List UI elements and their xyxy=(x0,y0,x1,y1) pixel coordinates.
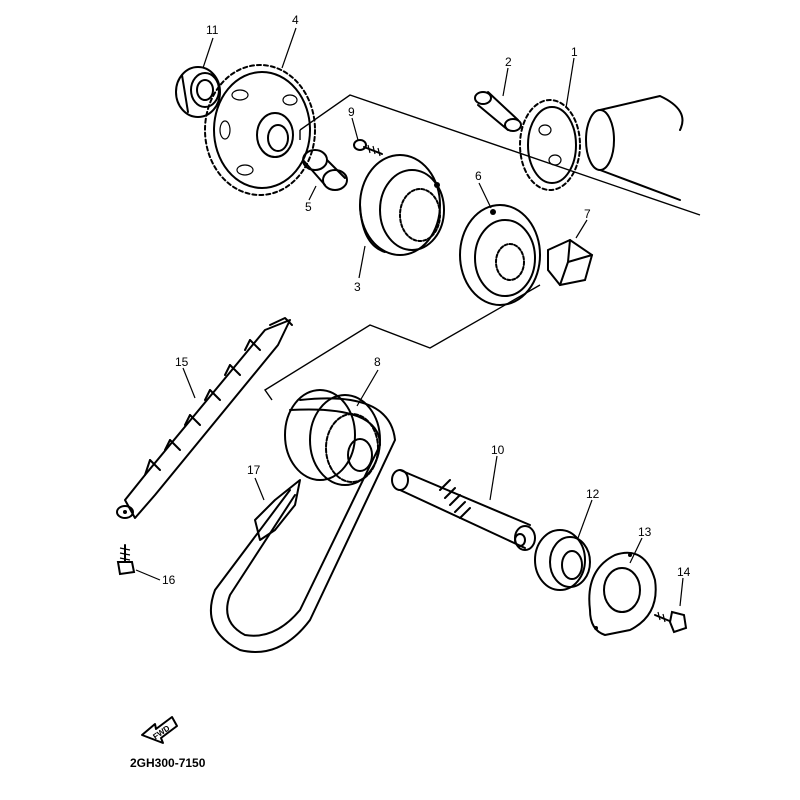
leader-1 xyxy=(565,57,575,109)
screw-9 xyxy=(353,139,383,157)
bolt-14 xyxy=(654,610,688,634)
callout-12: 12 xyxy=(586,487,600,501)
callout-9: 9 xyxy=(348,105,355,119)
leader-14 xyxy=(679,577,684,607)
leader-10 xyxy=(489,455,498,501)
callout-1: 1 xyxy=(571,45,578,59)
bearing-11 xyxy=(175,66,221,118)
one-way-clutch-6 xyxy=(459,204,541,306)
callout-14: 14 xyxy=(677,565,691,579)
gear-4 xyxy=(204,64,316,196)
callout-10: 10 xyxy=(491,443,505,457)
leader-8 xyxy=(356,369,379,407)
leader-16 xyxy=(135,569,161,581)
leader-15 xyxy=(182,367,196,399)
callout-11: 11 xyxy=(206,23,219,37)
callout-2: 2 xyxy=(505,55,512,69)
assembly-outline-upper xyxy=(264,94,701,401)
leader-5 xyxy=(308,185,317,201)
leader-12 xyxy=(577,499,593,539)
bolt-16 xyxy=(116,544,136,576)
retaining-plate-13 xyxy=(588,551,657,636)
callout-17: 17 xyxy=(247,463,261,477)
leader-3 xyxy=(358,245,366,279)
callout-13: 13 xyxy=(638,525,652,539)
shaft-10 xyxy=(391,469,536,551)
leader-4 xyxy=(281,27,297,69)
callout-4: 4 xyxy=(292,13,299,27)
block-7 xyxy=(547,238,594,287)
forward-arrow-icon: FWD xyxy=(141,716,178,744)
chain-guide-15 xyxy=(116,317,293,519)
leader-13 xyxy=(629,537,643,564)
callout-8: 8 xyxy=(374,355,381,369)
leader-9 xyxy=(351,117,359,141)
starter-gear-1 xyxy=(519,95,684,201)
leader-7 xyxy=(575,219,588,239)
diagram-part-code: 2GH300-7150 xyxy=(130,756,206,770)
leader-11 xyxy=(202,37,214,69)
bearing-12 xyxy=(534,529,591,591)
callout-6: 6 xyxy=(475,169,482,183)
callout-5: 5 xyxy=(305,200,312,214)
callout-7: 7 xyxy=(584,207,591,221)
callout-16: 16 xyxy=(162,573,176,587)
leader-17 xyxy=(254,477,265,501)
chain-17 xyxy=(210,397,396,653)
callout-15: 15 xyxy=(175,355,189,369)
bushing-5 xyxy=(302,149,348,191)
clutch-housing-3 xyxy=(359,154,445,256)
callout-3: 3 xyxy=(354,280,361,294)
pin-2 xyxy=(474,91,522,132)
leader-6 xyxy=(478,182,492,209)
leader-2 xyxy=(502,67,509,97)
